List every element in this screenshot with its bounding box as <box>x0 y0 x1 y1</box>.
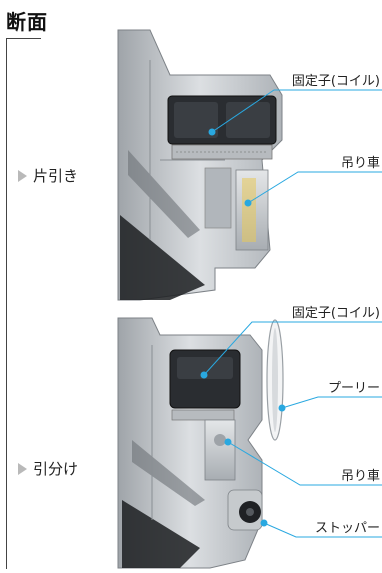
single-slide-text: 片引き <box>33 167 79 185</box>
callout-hanger-wheel-lower: 吊り車 <box>340 469 380 484</box>
callout-hanger-wheel-upper: 吊り車 <box>340 156 380 171</box>
bracket-line <box>6 38 41 569</box>
label-single-slide: 片引き <box>18 165 78 186</box>
lower-section-image <box>117 317 284 569</box>
callout-stator-coil-upper: 固定子(コイル) <box>291 74 380 89</box>
triangle-marker-icon <box>18 169 27 182</box>
upper-section-image <box>117 29 283 301</box>
callout-stopper: ストッパー <box>314 521 380 536</box>
bi-parting-text: 引分け <box>33 460 79 478</box>
section-heading: 断面 <box>6 10 48 34</box>
triangle-marker-icon <box>18 462 27 475</box>
label-bi-parting: 引分け <box>18 458 78 479</box>
callout-stator-coil-lower: 固定子(コイル) <box>291 306 380 321</box>
leader-lines <box>200 89 382 538</box>
callout-pulley: プーリー <box>327 381 380 396</box>
